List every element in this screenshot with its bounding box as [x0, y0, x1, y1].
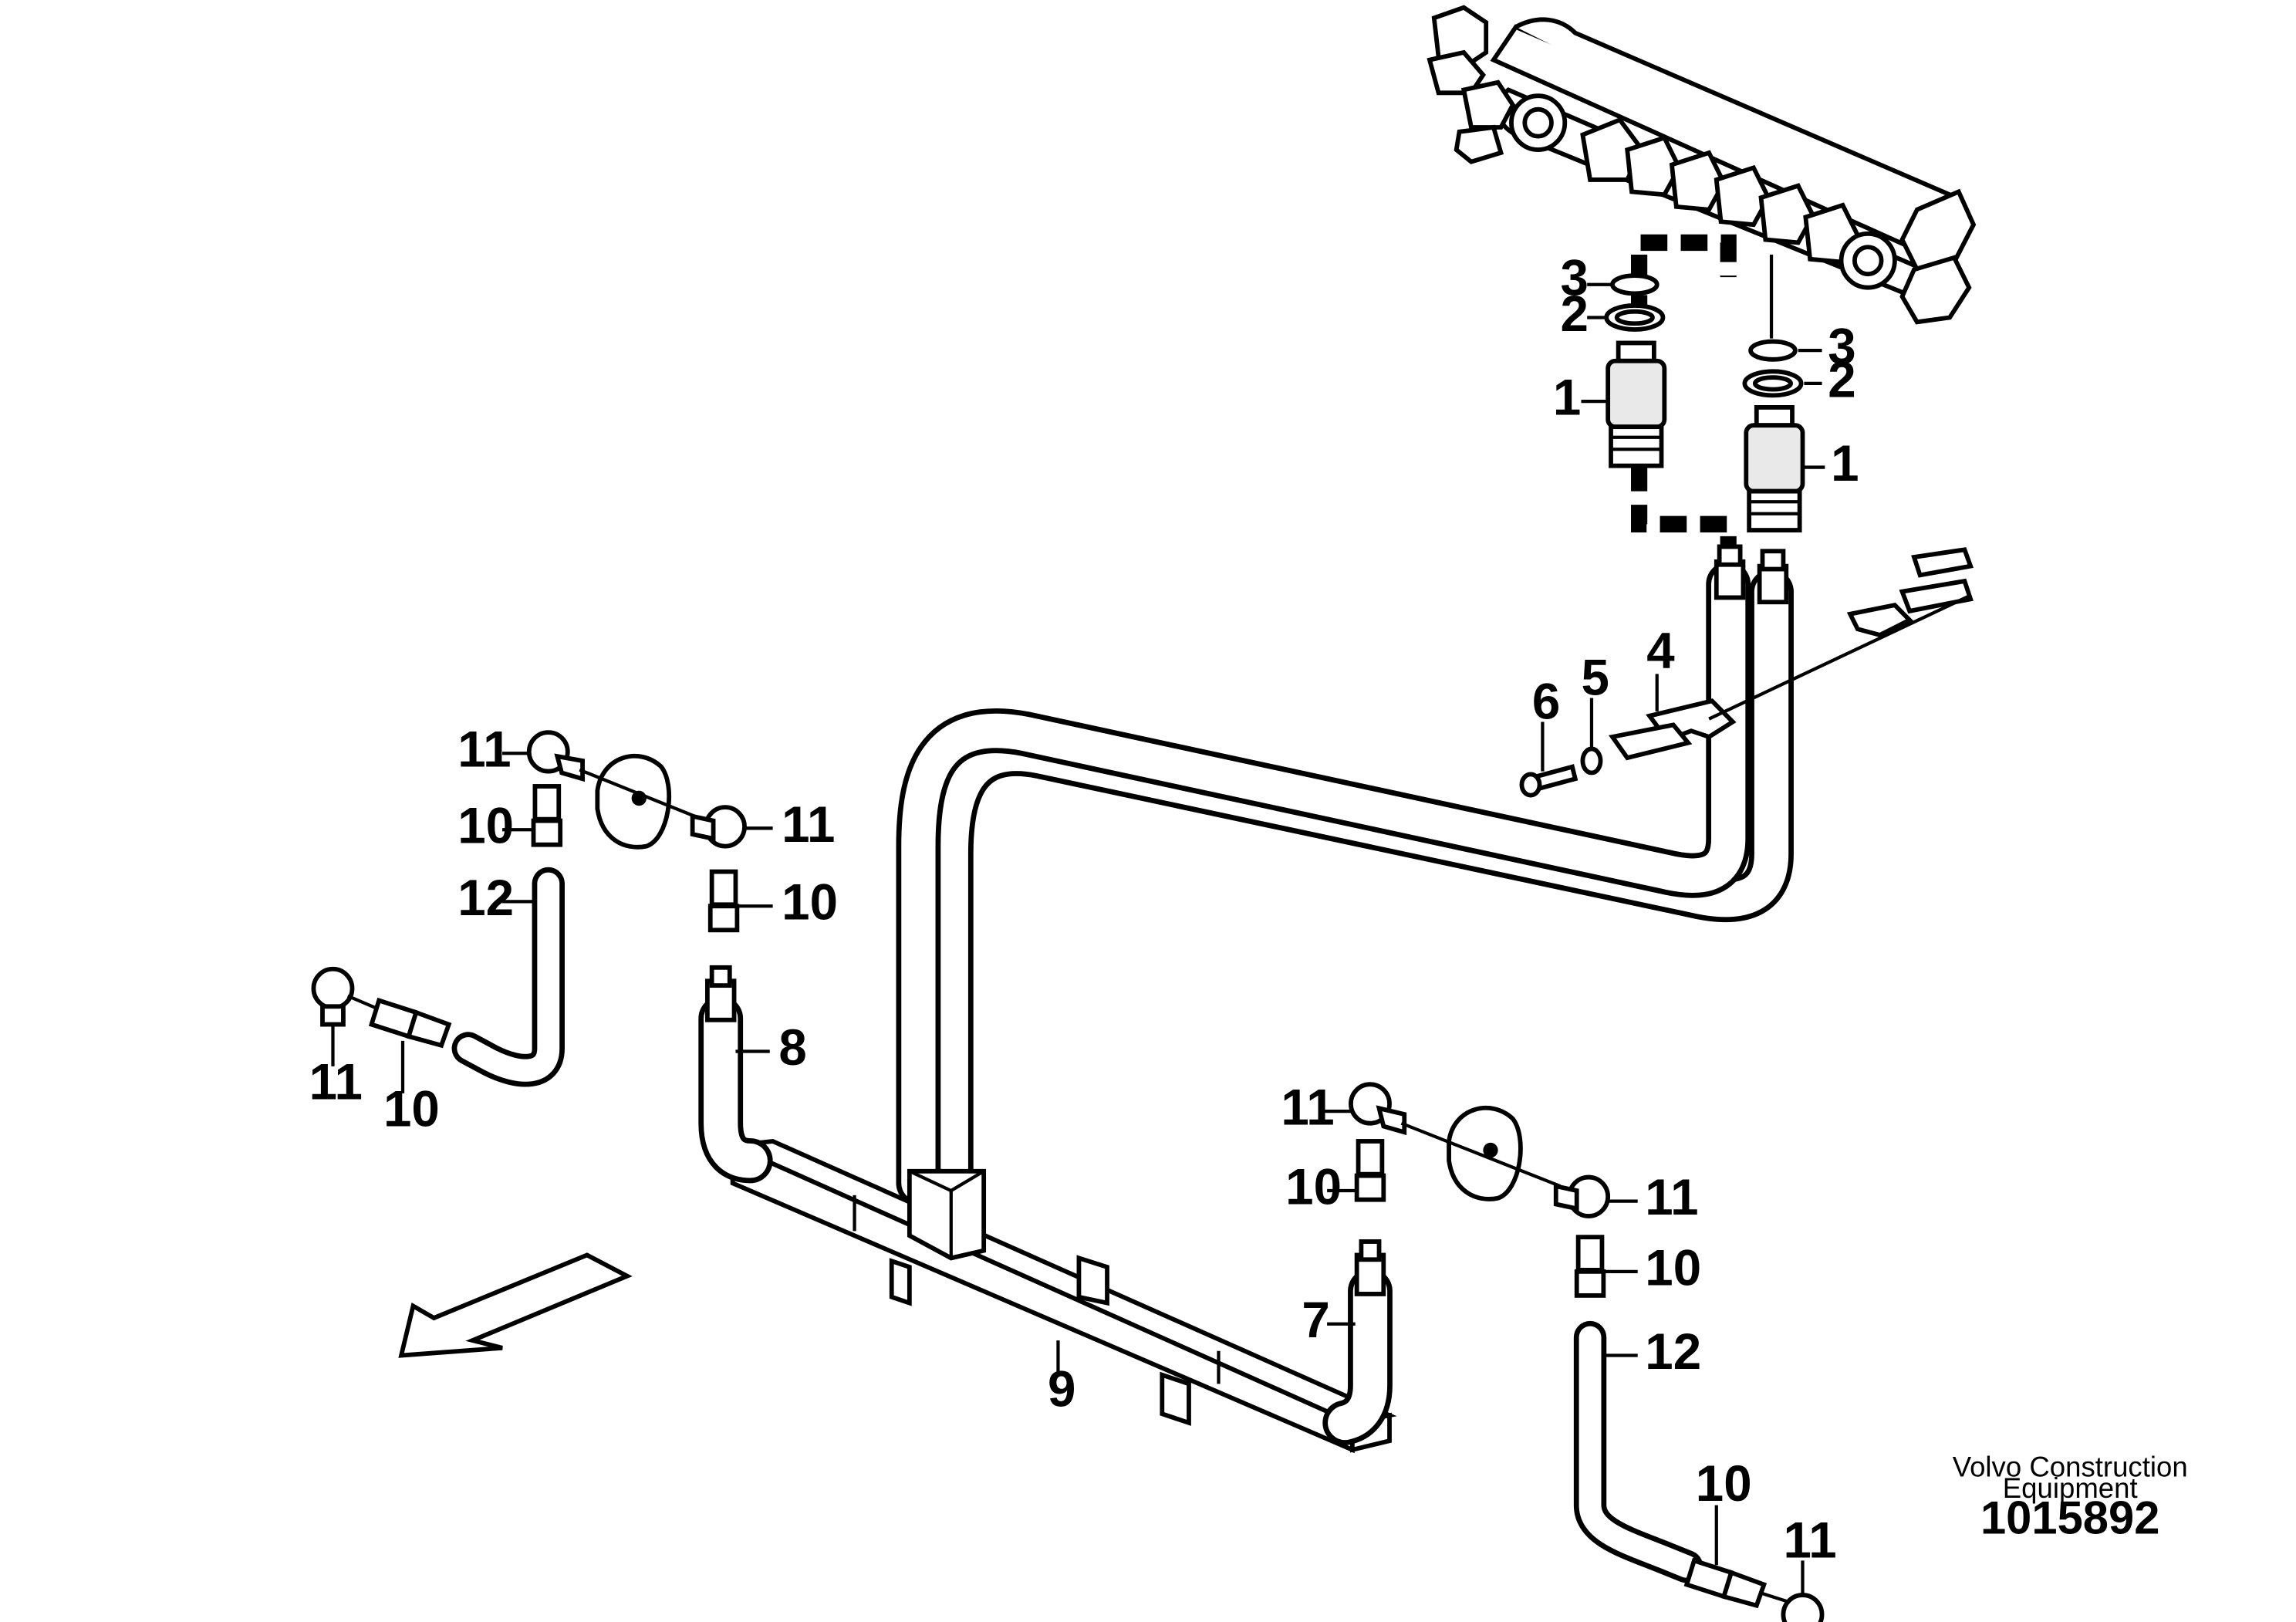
callout-7: 7	[1302, 1291, 1329, 1348]
callout-1-left: 1	[1553, 368, 1581, 425]
tube-12-right	[1573, 1320, 1703, 1583]
clamp-bolt	[1519, 764, 1578, 798]
hose-clamp	[1608, 547, 1974, 761]
hose-support-bracket	[724, 1138, 1397, 1454]
callout-8: 8	[778, 1019, 806, 1076]
callout-10-lower-right: 10	[1696, 1455, 1752, 1512]
adapter-10-right-c	[1683, 1557, 1768, 1609]
callout-11-mid-right: 11	[1281, 1078, 1334, 1135]
callout-11-lower-left: 11	[309, 1053, 363, 1110]
credit-line-2: Equipment	[2003, 1472, 2138, 1504]
forward-direction-arrow	[398, 1252, 633, 1358]
hose-7	[1322, 1239, 1393, 1445]
leader-lines	[331, 282, 1825, 1594]
elbow-fitting-upper-left	[526, 730, 585, 782]
elbow-fitting-upper-left-2	[690, 805, 747, 849]
callout-5: 5	[1581, 648, 1609, 705]
mounting-flange-right	[1447, 1105, 1523, 1201]
distribution-manifold	[1427, 5, 1977, 325]
hose-8	[698, 965, 773, 1184]
elbow-fitting-lower-left	[311, 966, 387, 1027]
adapter-10-left-c	[368, 997, 452, 1049]
clamp-washer	[1580, 746, 1603, 776]
o-ring-seals-right	[1742, 339, 1804, 398]
callout-12-right: 12	[1645, 1323, 1701, 1380]
dashed-hose-lower	[1631, 464, 1737, 562]
quick-coupling-right	[1744, 405, 1805, 532]
document-number: 1015892	[1980, 1492, 2159, 1543]
dashed-hose-upper	[1631, 234, 1737, 323]
callout-4: 4	[1646, 621, 1675, 678]
callout-11-upper-center: 11	[782, 796, 835, 853]
adapter-10-left-b	[707, 869, 740, 933]
callout-2-left: 2	[1561, 285, 1589, 342]
callout-2-right: 2	[1828, 350, 1855, 407]
adapter-10-right-a	[1354, 1139, 1386, 1202]
callout-10-upper-left: 10	[458, 797, 514, 854]
main-hose-pair	[896, 544, 1794, 1206]
tube-12-left	[451, 867, 565, 1087]
callout-6: 6	[1532, 672, 1560, 729]
adapter-10-left-a	[531, 784, 563, 847]
callout-12-left: 12	[458, 869, 514, 926]
callout-11-lower-right: 11	[1783, 1511, 1836, 1568]
callout-3-right: 3	[1828, 317, 1855, 374]
callout-1-right: 1	[1831, 434, 1859, 492]
callout-3-left: 3	[1561, 248, 1589, 306]
elbow-fitting-upper-right	[1349, 1082, 1407, 1136]
mounting-flange-left	[595, 753, 672, 850]
elbow-fitting-upper-right-2	[1553, 1174, 1611, 1218]
credit-line-1: Volvo Construction	[1953, 1451, 2188, 1483]
adapter-10-right-b	[1574, 1235, 1606, 1298]
quick-coupling-left	[1606, 340, 1667, 468]
callout-11-right: 11	[1645, 1168, 1698, 1225]
callout-10-mid-right: 10	[1285, 1157, 1342, 1215]
callout-11-upper-left: 11	[458, 721, 511, 778]
callout-10-upper-center: 10	[782, 873, 838, 930]
callout-10-right: 10	[1645, 1238, 1701, 1296]
elbow-fitting-lower-right	[1761, 1592, 1825, 1622]
callout-9: 9	[1048, 1360, 1075, 1417]
callout-10-lower-left: 10	[383, 1080, 440, 1137]
